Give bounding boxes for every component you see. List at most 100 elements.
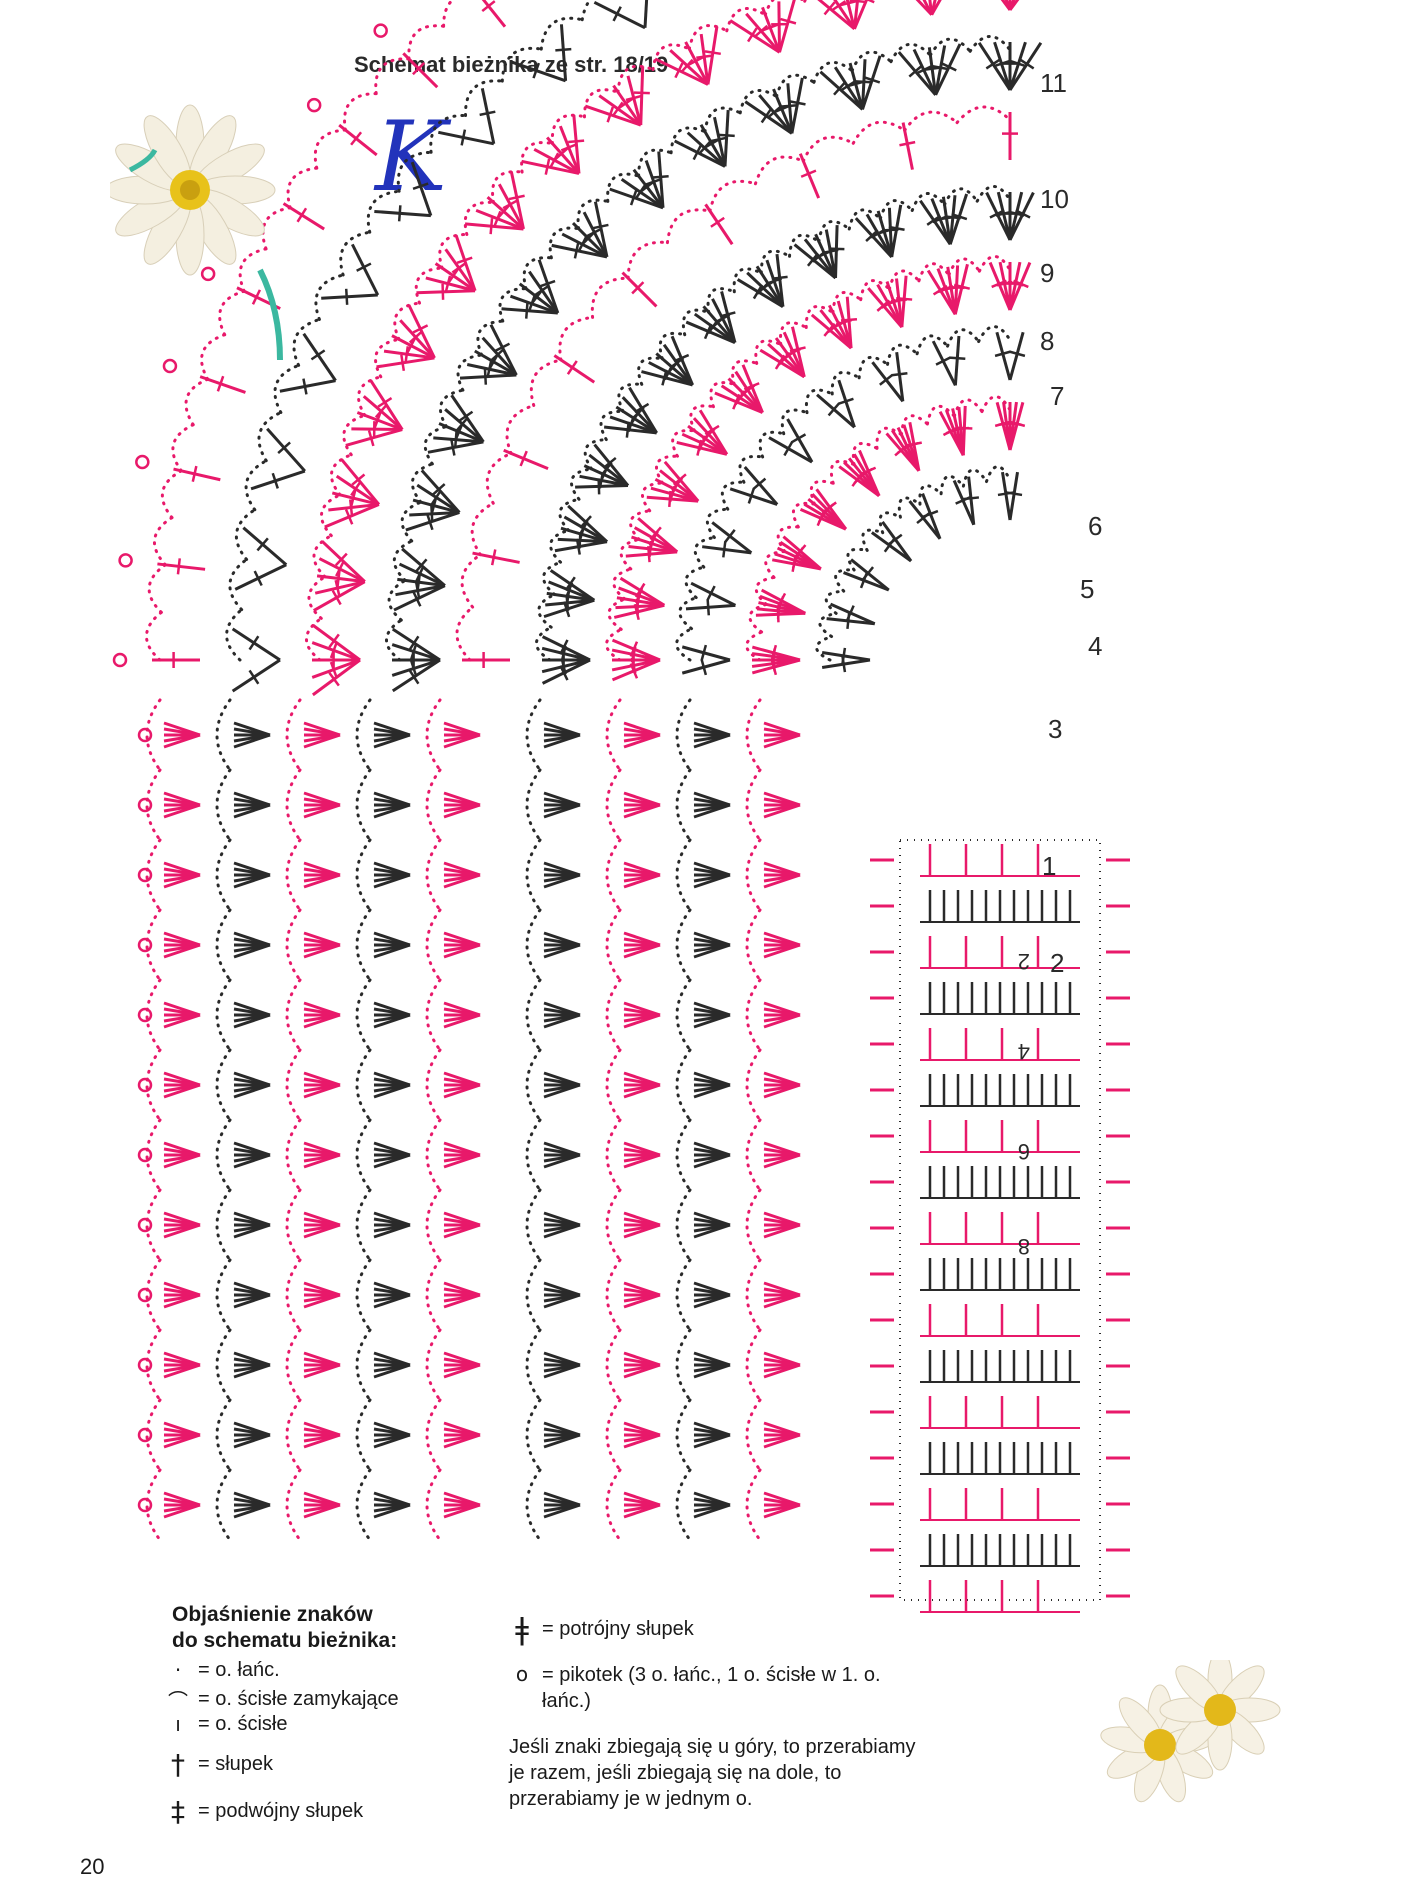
chain-arc bbox=[671, 429, 696, 458]
stitch-bar bbox=[490, 549, 497, 566]
stitch-line bbox=[350, 243, 380, 296]
stitch-bar bbox=[696, 54, 713, 60]
stitch-line bbox=[420, 469, 461, 514]
stitch-line bbox=[613, 603, 665, 619]
stitch-line bbox=[543, 943, 581, 959]
stitch-line bbox=[443, 803, 481, 819]
band-stitch-group bbox=[605, 838, 661, 912]
stitch-group bbox=[250, 427, 306, 491]
stitch-bar bbox=[483, 368, 488, 385]
stitch-bar bbox=[560, 143, 577, 152]
stitch-line bbox=[759, 348, 806, 379]
stitch-group bbox=[704, 203, 734, 246]
chain-arc bbox=[605, 1258, 622, 1332]
stitch-group bbox=[919, 193, 969, 246]
stitch-bar bbox=[612, 101, 624, 117]
chain-arc bbox=[355, 1258, 372, 1332]
stitch-line bbox=[443, 1433, 481, 1449]
stitch-line bbox=[662, 343, 694, 386]
stitch-bar bbox=[373, 412, 382, 429]
stitch-line bbox=[702, 305, 737, 344]
stitch-line bbox=[543, 873, 581, 889]
chain-arc bbox=[582, 88, 620, 119]
stitch-bar bbox=[612, 6, 622, 22]
stitch-line bbox=[233, 943, 271, 959]
stitch-bar bbox=[453, 431, 458, 448]
chain-arc bbox=[780, 408, 809, 436]
chain-arc bbox=[745, 1468, 762, 1542]
chain-arc bbox=[675, 1048, 692, 1122]
stitch-line bbox=[391, 627, 441, 662]
stitch-line bbox=[782, 331, 806, 378]
stitch-line bbox=[567, 504, 609, 543]
stitch-line bbox=[817, 0, 856, 31]
band-stitch-group bbox=[675, 1398, 731, 1472]
stitch-line bbox=[173, 467, 221, 482]
stitch-line bbox=[373, 733, 411, 749]
stitch-line bbox=[486, 196, 525, 231]
stitch-bar bbox=[922, 509, 939, 518]
stitch-line bbox=[543, 598, 595, 619]
chain-arc bbox=[675, 1258, 692, 1332]
chain-arc bbox=[537, 593, 557, 629]
stitch-line bbox=[560, 526, 608, 544]
chain-arc bbox=[525, 1258, 542, 1332]
legend-text: = potrójny słupek bbox=[542, 1618, 694, 1640]
stitch-line bbox=[993, 41, 1012, 91]
chain-arc bbox=[725, 7, 767, 33]
stitch-bar bbox=[862, 566, 875, 581]
stitch-line bbox=[985, 191, 1012, 241]
stitch-group bbox=[793, 225, 845, 280]
stitch-line bbox=[901, 122, 914, 170]
chain-arc bbox=[525, 838, 542, 912]
band-stitch-group bbox=[745, 768, 801, 842]
band-stitch-group bbox=[745, 908, 801, 982]
stitch-group bbox=[714, 364, 764, 414]
stitch-bar bbox=[776, 592, 787, 609]
band-stitch-group bbox=[745, 698, 801, 772]
stitch-line bbox=[755, 265, 785, 308]
stitch-line bbox=[845, 0, 856, 30]
band-stitch-group bbox=[675, 698, 731, 772]
stitch-group bbox=[511, 24, 572, 83]
chain-arc bbox=[850, 50, 893, 73]
stitch-group bbox=[234, 526, 288, 591]
stitch-line bbox=[774, 337, 806, 378]
stitch-line bbox=[908, 500, 942, 540]
arc-icon: ⌒ bbox=[168, 1689, 188, 1713]
stitch-bar bbox=[408, 669, 420, 685]
chain-arc bbox=[830, 370, 861, 396]
stitch-line bbox=[303, 1013, 341, 1029]
chain-arc bbox=[355, 1398, 372, 1472]
row-number-label: 8 bbox=[1018, 1234, 1030, 1259]
stitch-line bbox=[685, 603, 736, 611]
stitch-bar bbox=[771, 275, 788, 280]
stitch-line bbox=[163, 1223, 201, 1239]
stitch-bar bbox=[915, 65, 932, 75]
chain-arc bbox=[392, 539, 414, 582]
stitch-bar bbox=[754, 24, 769, 38]
stitch-line bbox=[497, 183, 525, 230]
chain-arc bbox=[525, 768, 542, 842]
chain-arc bbox=[491, 170, 524, 204]
chain-arc bbox=[675, 698, 692, 772]
band-stitch-group bbox=[525, 978, 581, 1052]
chain-arc bbox=[675, 1118, 692, 1192]
chain-arc bbox=[580, 0, 593, 22]
stitch-group bbox=[321, 243, 380, 305]
stitch-bar bbox=[412, 591, 422, 607]
stitch-bar bbox=[840, 80, 855, 92]
band-stitch-group bbox=[137, 768, 201, 842]
stitch-group bbox=[899, 122, 916, 170]
stitch-group bbox=[135, 454, 221, 482]
stitch-line bbox=[810, 313, 853, 350]
stitch-line bbox=[641, 370, 693, 387]
chain-arc bbox=[834, 568, 856, 593]
chain-arc bbox=[215, 978, 232, 1052]
stitch-line bbox=[833, 0, 856, 30]
stitch-line bbox=[628, 386, 658, 434]
chain-arc bbox=[605, 698, 622, 772]
chain-arc bbox=[425, 978, 442, 1052]
band-stitch-group bbox=[285, 1188, 341, 1262]
